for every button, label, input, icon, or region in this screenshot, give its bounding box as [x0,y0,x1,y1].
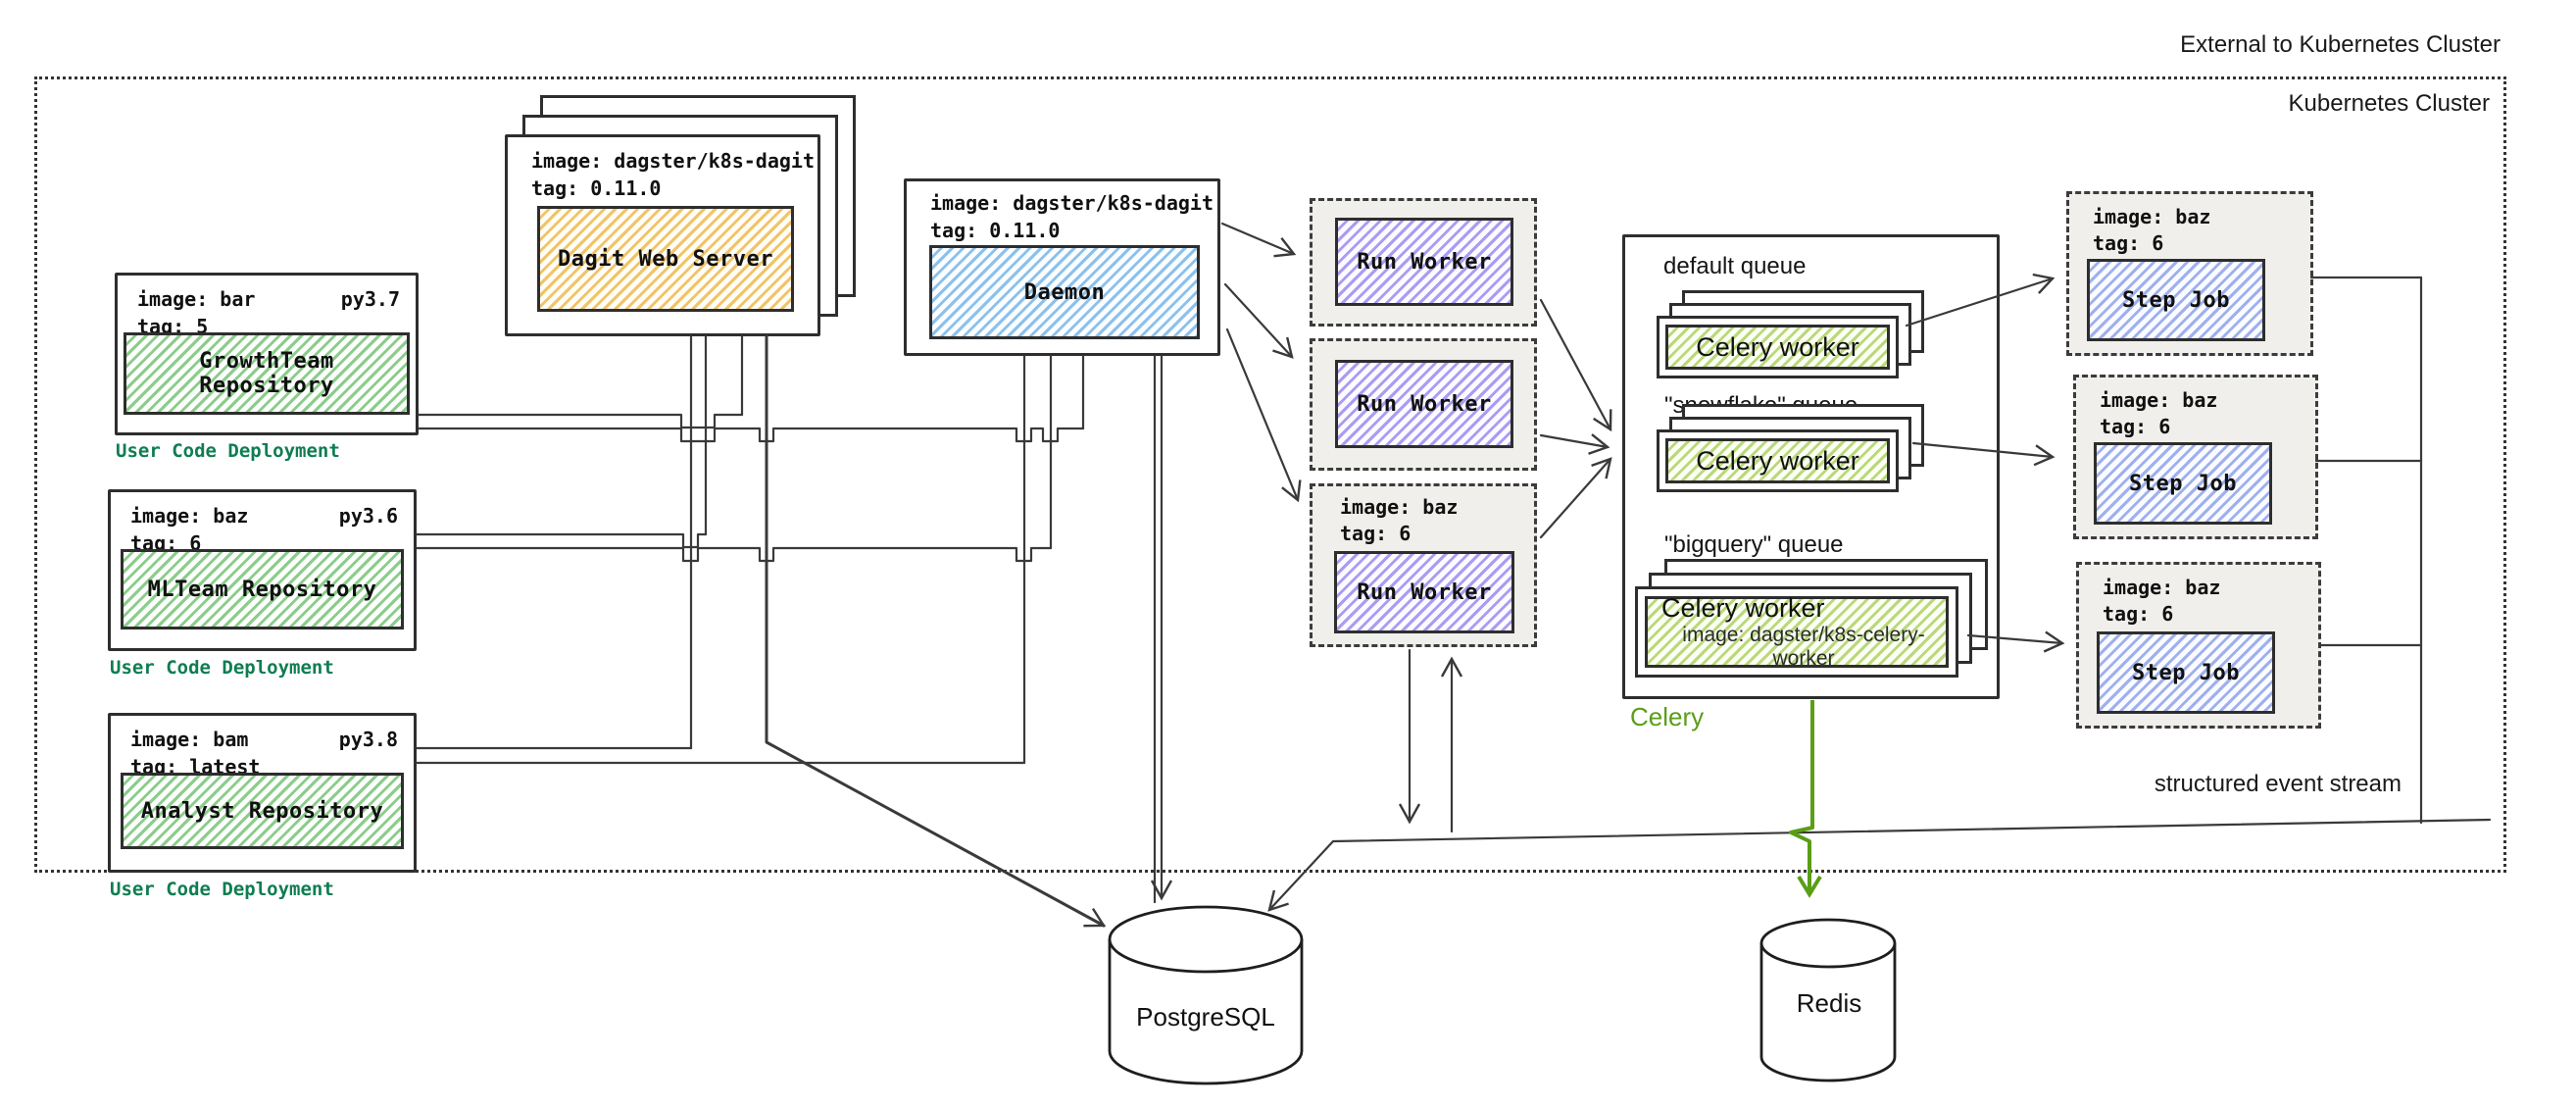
daemon-title: Daemon [1023,279,1106,305]
celery-worker-box: Celery worker [1665,325,1890,370]
celery-worker-title: Celery worker [1696,445,1859,476]
bigquery-queue-stack: Celery worker image: dagster/k8s-celery-… [1635,559,1988,694]
image-label: image: baz [2100,388,2218,412]
celery-worker-card: Celery worker [1657,316,1899,378]
run-worker-box: Run Worker [1335,360,1513,448]
tag-label: tag: 6 [2100,415,2171,438]
user-code-deployment-growthteam: image: bar py3.7 tag: 5 GrowthTeam Repos… [115,273,419,435]
step-job-box: Step Job [2097,631,2275,714]
celery-caption: Celery [1630,702,1705,731]
external-cluster-label: External to Kubernetes Cluster [2180,31,2501,58]
celery-worker-card: Celery worker [1657,429,1899,492]
run-worker-pod-3: image: baz tag: 6 Run Worker [1310,483,1537,647]
daemon-card: image: dagster/k8s-dagit tag: 0.11.0 Dae… [904,178,1220,356]
celery-worker-title: Celery worker [1696,331,1859,362]
python-version-label: py3.6 [338,504,398,528]
tag-label: tag: 6 [2103,602,2174,626]
run-worker-title: Run Worker [1357,579,1492,605]
tag-label: tag: 6 [2093,231,2164,255]
deployment-caption: User Code Deployment [110,657,334,679]
step-job-title: Step Job [2132,660,2240,685]
step-job-box: Step Job [2094,442,2272,525]
user-code-deployment-mlteam: image: baz py3.6 tag: 6 MLTeam Repositor… [108,489,417,651]
bigquery-queue-label: "bigquery" queue [1664,531,1844,558]
event-stream-label: structured event stream [2154,771,2402,797]
repository-title: Analyst Repository [140,798,384,824]
step-job-box: Step Job [2087,259,2265,341]
postgres-cylinder [1108,905,1304,1085]
python-version-label: py3.7 [340,287,400,311]
image-label: image: dagster/k8s-dagit [531,149,815,173]
step-job-title: Step Job [2122,287,2230,313]
dagit-title: Dagit Web Server [558,246,773,272]
run-worker-pod-2: Run Worker [1310,338,1537,471]
postgres-label: PostgreSQL [1136,1002,1275,1032]
analyst-repository-box: Analyst Repository [121,773,404,849]
default-queue-label: default queue [1663,253,1807,279]
celery-worker-title: Celery worker [1661,593,1825,623]
run-worker-title: Run Worker [1357,391,1492,417]
snowflake-queue-stack: Celery worker [1657,404,1951,520]
step-job-title: Step Job [2129,471,2237,496]
image-label: image: baz [2093,205,2211,228]
mlteam-repository-box: MLTeam Repository [121,549,404,630]
tag-label: tag: 0.11.0 [930,219,1061,242]
celery-worker-image-label: image: dagster/k8s-celery-worker [1682,624,1925,670]
python-version-label: py3.8 [338,728,398,751]
dagit-web-server-box: Dagit Web Server [537,206,794,312]
celery-container: default queue Celery worker "snowflake" … [1622,234,2000,699]
celery-worker-box: Celery worker image: dagster/k8s-celery-… [1645,593,1949,670]
user-code-deployment-analyst: image: bam py3.8 tag: latest Analyst Rep… [108,713,417,873]
tag-label: tag: 0.11.0 [531,176,662,200]
step-job-pod-3: image: baz tag: 6 Step Job [2076,562,2321,729]
image-label: image: baz [1340,495,1459,519]
image-label: image: bam [130,728,249,751]
daemon-box: Daemon [929,245,1200,339]
run-worker-title: Run Worker [1357,249,1492,275]
celery-worker-card: Celery worker image: dagster/k8s-celery-… [1635,586,1958,678]
run-worker-box: Run Worker [1335,218,1513,306]
deployment-caption: User Code Deployment [110,879,334,900]
dagit-web-server-card: image: dagster/k8s-dagit tag: 0.11.0 Dag… [505,134,820,336]
run-worker-box: Run Worker [1334,551,1514,633]
deployment-caption: User Code Deployment [116,440,340,462]
redis-label: Redis [1796,988,1862,1018]
default-queue-stack: Celery worker [1657,290,1951,406]
tag-label: tag: 6 [1340,522,1412,545]
repository-title: GrowthTeam Repository [199,349,334,398]
image-label: image: bar [137,287,256,311]
celery-worker-box: Celery worker [1665,438,1890,483]
run-worker-pod-1: Run Worker [1310,198,1537,327]
kubernetes-cluster-label: Kubernetes Cluster [2288,90,2490,117]
repository-title: MLTeam Repository [147,577,377,602]
step-job-pod-2: image: baz tag: 6 Step Job [2073,375,2318,539]
image-label: image: baz [2103,576,2221,599]
image-label: image: dagster/k8s-dagit [930,191,1214,215]
step-job-pod-1: image: baz tag: 6 Step Job [2066,191,2313,356]
growthteam-repository-box: GrowthTeam Repository [124,332,410,415]
image-label: image: baz [130,504,249,528]
